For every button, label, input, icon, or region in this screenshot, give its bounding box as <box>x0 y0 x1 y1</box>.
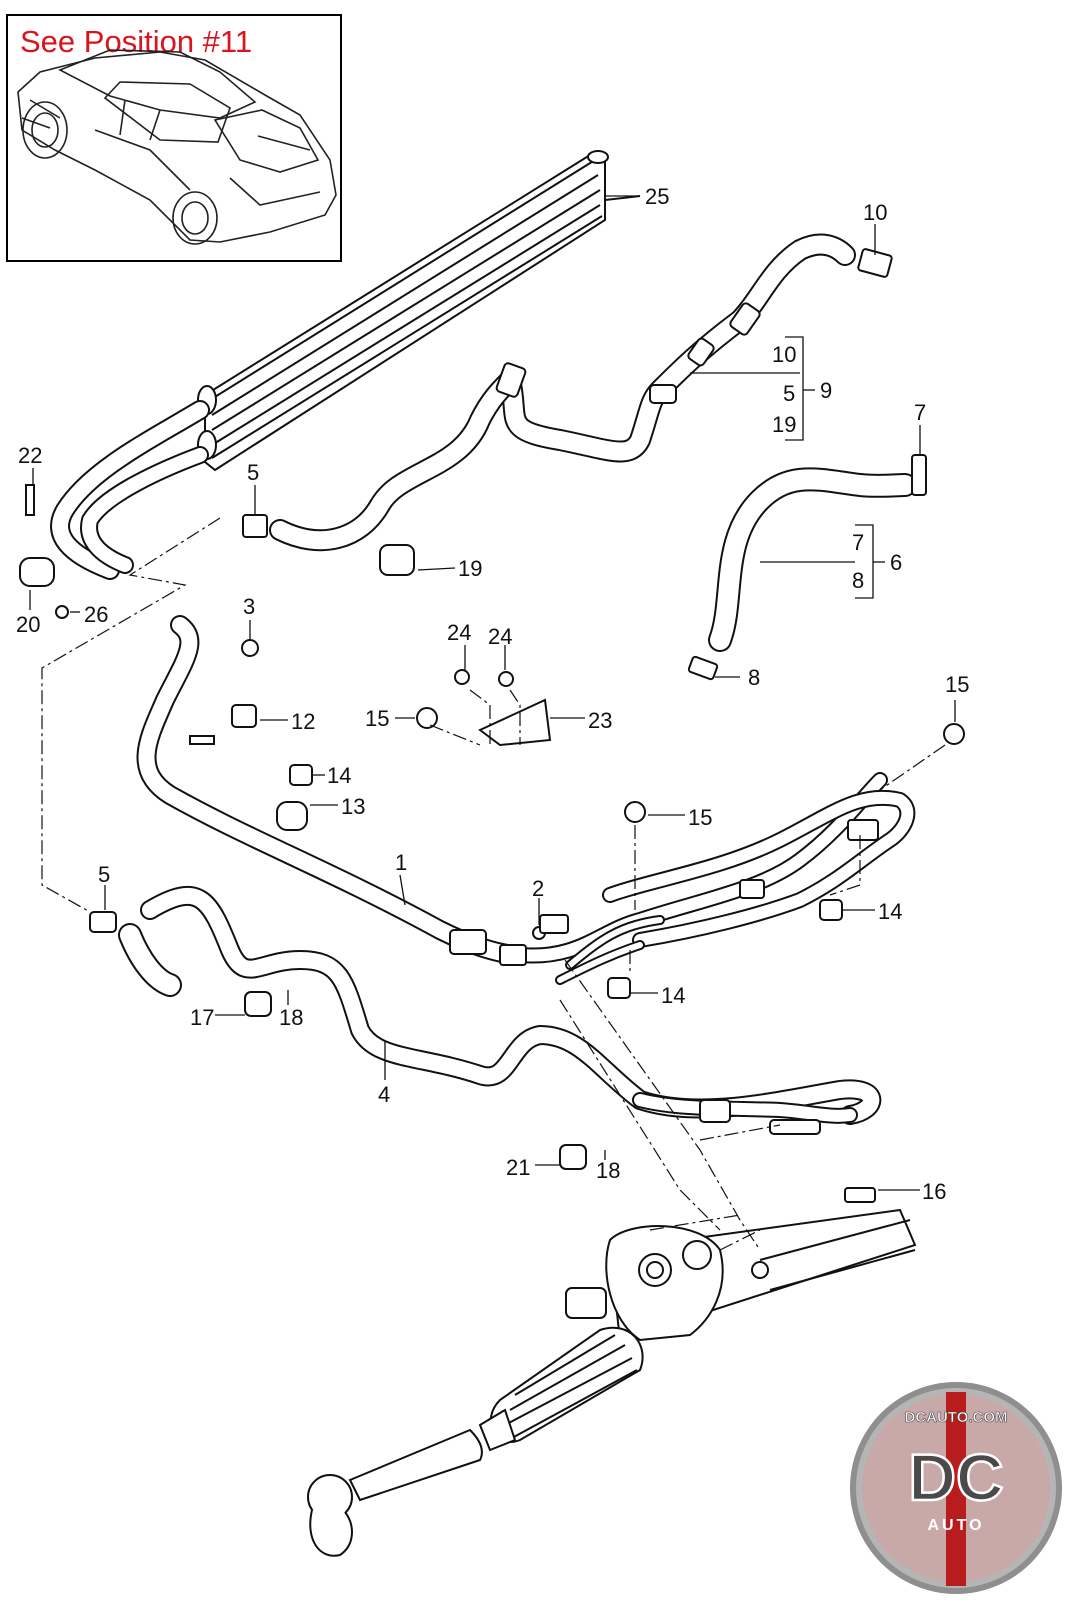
callout-19: 19 <box>458 556 482 581</box>
callout-22: 22 <box>18 443 42 468</box>
leader-lines <box>29 195 956 1191</box>
logo-dc: DC <box>908 1440 1003 1514</box>
callout-7: 7 <box>852 530 864 555</box>
callout-15: 15 <box>945 672 969 697</box>
callout-18: 18 <box>279 1005 303 1030</box>
callout-15: 15 <box>365 706 389 731</box>
vehicle-inset: See Position #11 <box>6 14 342 262</box>
callout-labels: 25 10 10 5 9 19 7 7 6 8 8 22 5 19 20 26 … <box>16 184 969 1204</box>
callout-24: 24 <box>447 620 471 645</box>
callout-8: 8 <box>748 665 760 690</box>
callout-7: 7 <box>914 400 926 425</box>
callout-9: 9 <box>820 378 832 403</box>
dcauto-logo: DCAUTO.COM DC AUTO <box>850 1382 1062 1594</box>
callout-24: 24 <box>488 624 512 649</box>
callout-5: 5 <box>98 862 110 887</box>
callout-14: 14 <box>878 899 902 924</box>
steering-rack <box>307 1208 917 1557</box>
callout-10: 10 <box>772 342 796 367</box>
oil-cooler <box>197 150 641 472</box>
callout-15: 15 <box>688 805 712 830</box>
logo-site: DCAUTO.COM <box>904 1409 1007 1426</box>
callout-1: 1 <box>395 850 407 875</box>
callout-8: 8 <box>852 568 864 593</box>
callout-17: 17 <box>190 1005 214 1030</box>
callout-12: 12 <box>291 709 315 734</box>
callout-26: 26 <box>84 602 108 627</box>
callout-18: 18 <box>596 1158 620 1183</box>
callout-10: 10 <box>863 200 887 225</box>
hoses <box>50 233 917 1125</box>
callout-6: 6 <box>890 550 902 575</box>
logo-auto: AUTO <box>927 1517 984 1534</box>
car-illustration <box>17 49 337 245</box>
callout-23: 23 <box>588 708 612 733</box>
callout-21: 21 <box>506 1155 530 1180</box>
logo-stripe <box>946 1392 966 1586</box>
callout-5: 5 <box>783 381 795 406</box>
callout-5: 5 <box>247 460 259 485</box>
callout-13: 13 <box>341 794 365 819</box>
callout-4: 4 <box>378 1082 390 1107</box>
callout-19: 19 <box>772 412 796 437</box>
callout-25: 25 <box>645 184 669 209</box>
callout-14: 14 <box>327 763 351 788</box>
reference-lines <box>41 517 946 1251</box>
callout-14: 14 <box>661 983 685 1008</box>
callout-3: 3 <box>243 594 255 619</box>
inset-title: See Position #11 <box>20 24 253 59</box>
fittings <box>19 248 965 1203</box>
callout-16: 16 <box>922 1179 946 1204</box>
callout-20: 20 <box>16 612 40 637</box>
callout-2: 2 <box>532 876 544 901</box>
